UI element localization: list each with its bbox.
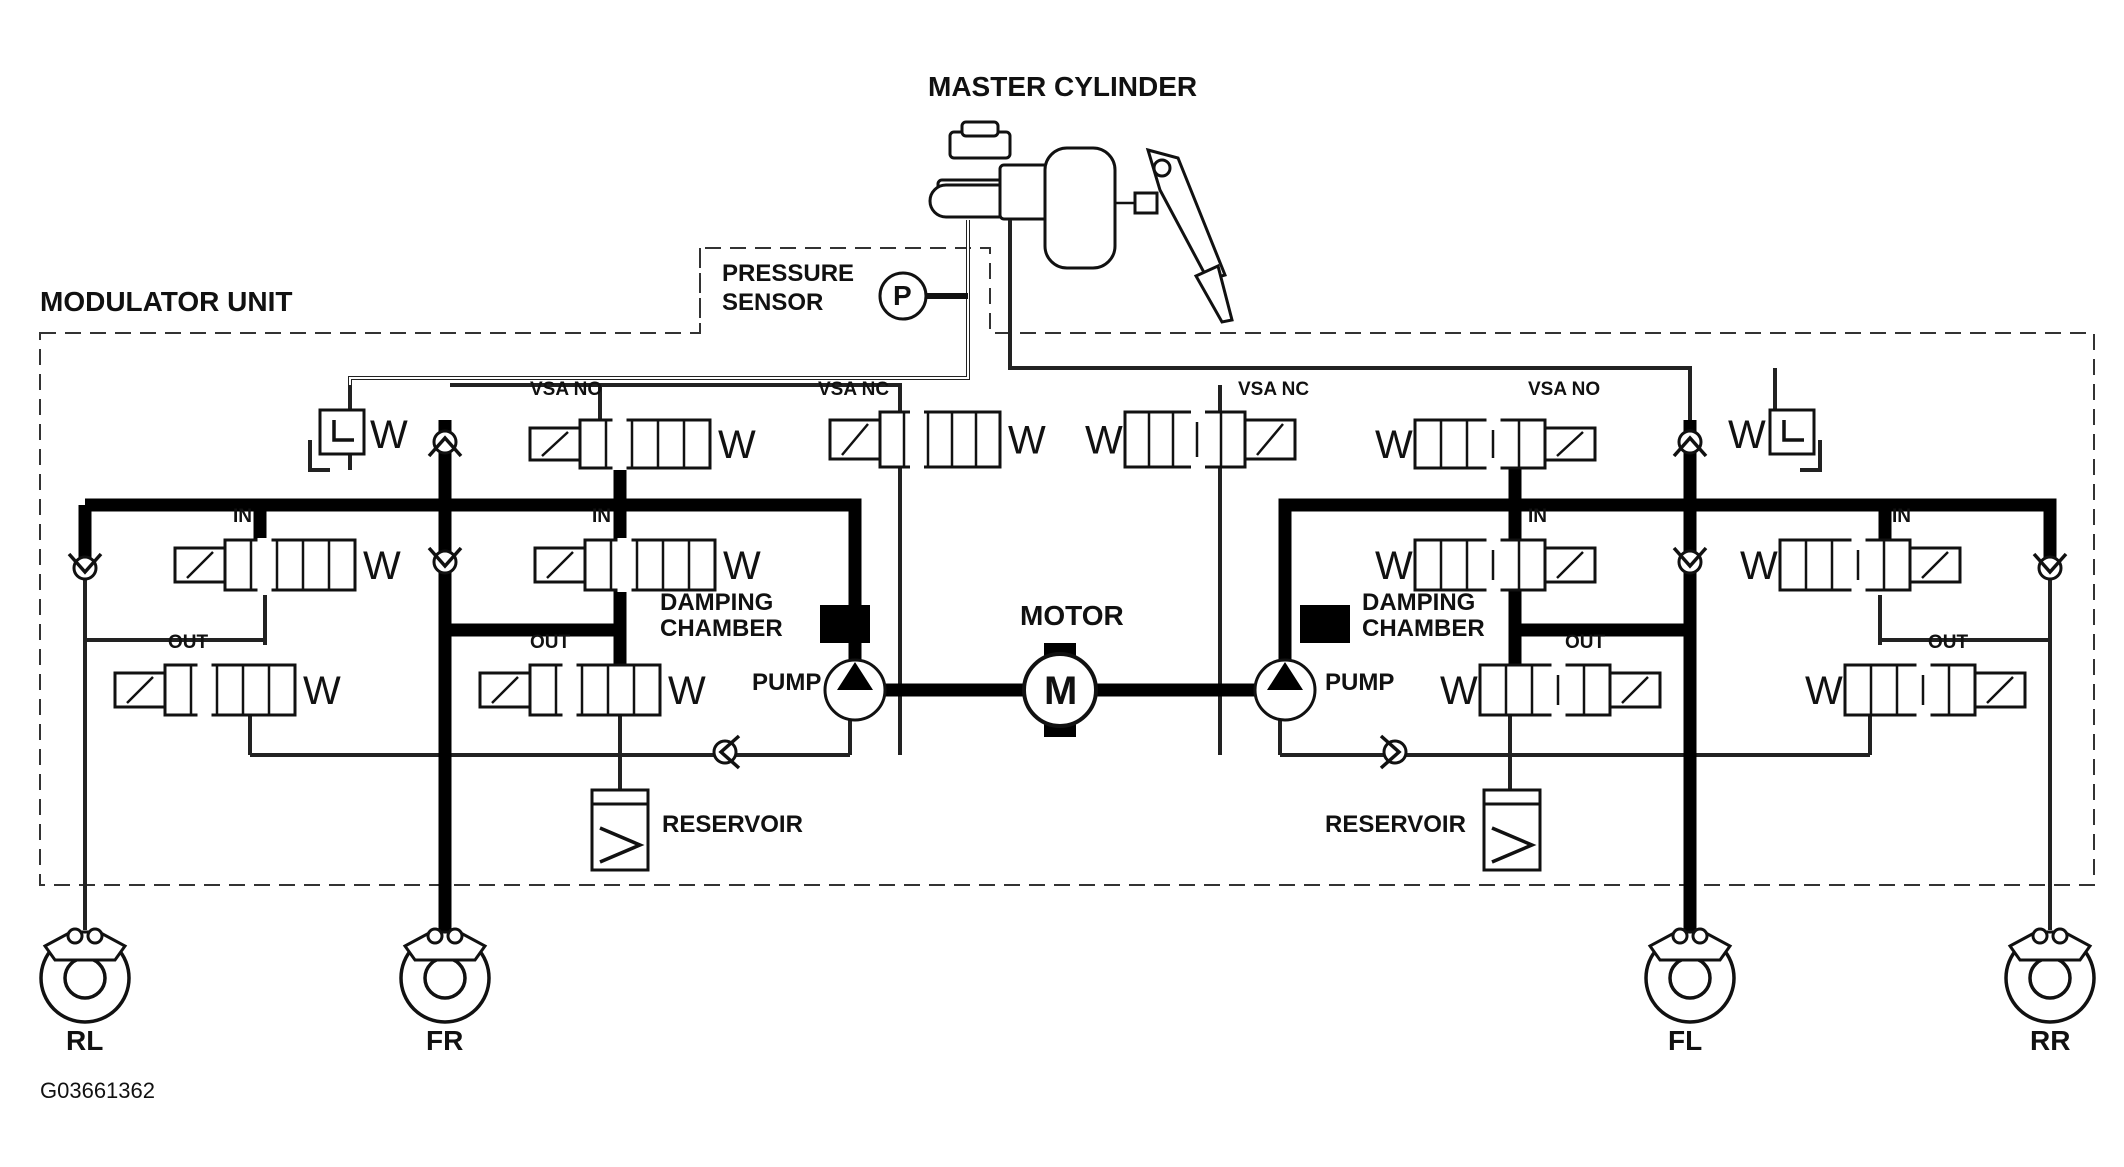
pressure-symbol: P: [893, 280, 912, 311]
out-valve-fr: W: [478, 663, 706, 717]
motor-symbol: M: [1044, 669, 1077, 713]
in-label-4: IN: [1892, 506, 1911, 527]
wheel-brake-rr: [2004, 927, 2096, 1024]
master-cylinder: [928, 120, 1050, 221]
damping-chamber-right: [1300, 605, 1350, 643]
pump-right-label: PUMP: [1325, 669, 1394, 696]
pressure-sensor-label: PRESSURE: [722, 260, 854, 287]
vsa-nc-valve-left-spring: W: [1008, 419, 1046, 463]
vsa-no-right-label: VSA NO: [1528, 379, 1600, 400]
wheel-brake-fr: [399, 927, 491, 1024]
modulator-unit-label: MODULATOR UNIT: [40, 286, 293, 317]
check-valve-rr: [2032, 552, 2068, 581]
wheel-brake-fl: [1644, 927, 1736, 1024]
check-valve-return-left: [712, 734, 741, 770]
motor-label: MOTOR: [1020, 600, 1124, 631]
vsa-nc-valve-right-spring: W: [1085, 419, 1123, 463]
in-valve-fr-spring: W: [723, 544, 761, 588]
figure-id: G03661362: [40, 1078, 155, 1103]
relief-valve-right-spring: W: [1728, 413, 1766, 457]
relief-valve-left: W: [318, 408, 408, 457]
brake-pedal: [1145, 147, 1234, 324]
wheel-fl-label: FL: [1668, 1025, 1702, 1056]
reservoir-right-label: RESERVOIR: [1325, 811, 1466, 838]
relief-valve-right: W: [1728, 408, 1816, 457]
reservoir-right: [1482, 788, 1542, 872]
check-valve-fl-top: [1672, 429, 1708, 458]
vsa-no-left-label: VSA NO: [530, 379, 602, 400]
brake-booster: [1043, 146, 1159, 270]
vsa-no-valve-right: W: [1375, 418, 1597, 470]
wheel-rr-label: RR: [2030, 1025, 2070, 1056]
out-valve-rl: W: [113, 663, 341, 717]
out-valve-fl-spring: W: [1440, 669, 1478, 713]
damping-chamber-left-label-2: CHAMBER: [660, 615, 783, 642]
vsa-no-valve-right-spring: W: [1375, 423, 1413, 467]
check-valves: [67, 429, 2068, 770]
damping-chamber-right-label: DAMPING: [1362, 589, 1475, 616]
damping-chamber-left: [820, 605, 870, 643]
vsa-no-valve-left: W: [528, 418, 756, 470]
in-valve-fl-spring: W: [1375, 544, 1413, 588]
pressure-sensor-label-2: SENSOR: [722, 289, 823, 316]
pump-left-label: PUMP: [752, 669, 821, 696]
damping-chamber-right-label-2: CHAMBER: [1362, 615, 1485, 642]
damping-chamber-left-label: DAMPING: [660, 589, 773, 616]
check-valve-fl-mid: [1672, 546, 1708, 575]
check-valve-fr-mid: [427, 546, 463, 575]
vsa-no-valve-left-spring: W: [718, 423, 756, 467]
in-valve-rr: W: [1740, 538, 1962, 592]
out-valve-rr-spring: W: [1805, 669, 1843, 713]
out-label-4: OUT: [1928, 632, 1969, 653]
vsa-nc-valve-right: W: [1085, 410, 1297, 469]
wheel-brakes: [39, 927, 2096, 1024]
in-label-2: IN: [592, 506, 611, 527]
pump-right: [1253, 658, 1317, 722]
relief-valve-left-spring: W: [370, 413, 408, 457]
in-valve-fl: W: [1375, 538, 1597, 592]
check-valve-fr-top: [427, 429, 463, 458]
reservoir-left-label: RESERVOIR: [662, 811, 803, 838]
in-valve-rl-spring: W: [363, 544, 401, 588]
in-valve-fr: W: [533, 538, 761, 592]
out-valve-rr: W: [1805, 663, 2027, 717]
reservoir-left: [590, 788, 650, 872]
vsa-nc-valve-left: W: [828, 410, 1046, 469]
in-valve-rr-spring: W: [1740, 544, 1778, 588]
out-valve-fl: W: [1440, 663, 1662, 717]
out-valve-fr-spring: W: [668, 669, 706, 713]
wheel-rl-label: RL: [66, 1025, 103, 1056]
in-label-3: IN: [1528, 506, 1547, 527]
thin-lines: [83, 366, 2052, 930]
motor: M: [1022, 643, 1098, 737]
wheel-brake-rl: [39, 927, 131, 1024]
vsa-nc-right-label: VSA NC: [1238, 379, 1309, 400]
master-cylinder-label: MASTER CYLINDER: [928, 71, 1197, 102]
out-label-1: OUT: [168, 632, 209, 653]
out-label-3: OUT: [1565, 632, 1606, 653]
out-valve-rl-spring: W: [303, 669, 341, 713]
out-label-2: OUT: [530, 632, 571, 653]
in-valve-rl: W: [173, 538, 401, 592]
pump-left: [823, 658, 887, 722]
vsa-nc-left-label: VSA NC: [818, 379, 889, 400]
check-valve-return-right: [1379, 734, 1408, 770]
wheel-fr-label: FR: [426, 1025, 463, 1056]
in-label-1: IN: [233, 506, 252, 527]
check-valve-rl: [67, 552, 103, 581]
